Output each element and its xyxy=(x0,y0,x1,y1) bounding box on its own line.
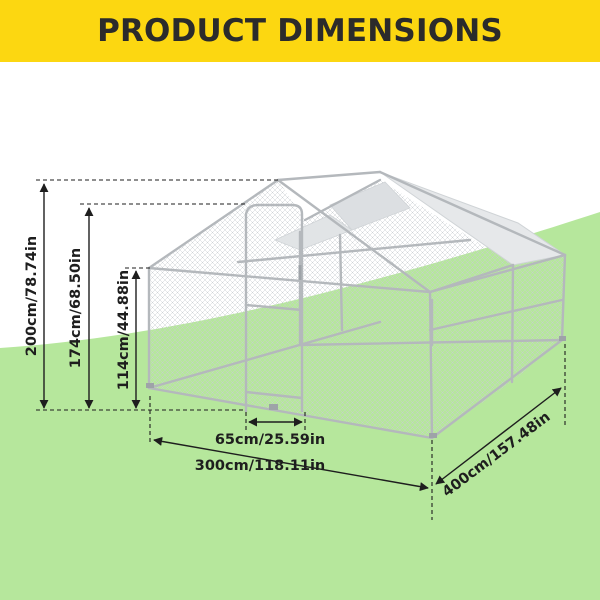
door-frame xyxy=(244,203,304,412)
dimension-arrow-icon xyxy=(39,183,562,492)
label-door-width: 65cm/25.59in xyxy=(215,432,325,448)
label-wall-height: 114cm/44.88in xyxy=(116,270,132,390)
header-banner: PRODUCT DIMENSIONS xyxy=(0,0,600,62)
arrow-length xyxy=(435,387,562,485)
page-title: PRODUCT DIMENSIONS xyxy=(97,13,503,49)
label-total-height: 200cm/78.74in xyxy=(24,236,40,356)
label-door-height: 174cm/68.50in xyxy=(68,248,84,368)
label-width: 300cm/118.11in xyxy=(195,458,326,474)
dimension-diagram: 200cm/78.74in 174cm/68.50in 114cm/44.88i… xyxy=(0,170,600,600)
arrow-width xyxy=(153,436,429,492)
